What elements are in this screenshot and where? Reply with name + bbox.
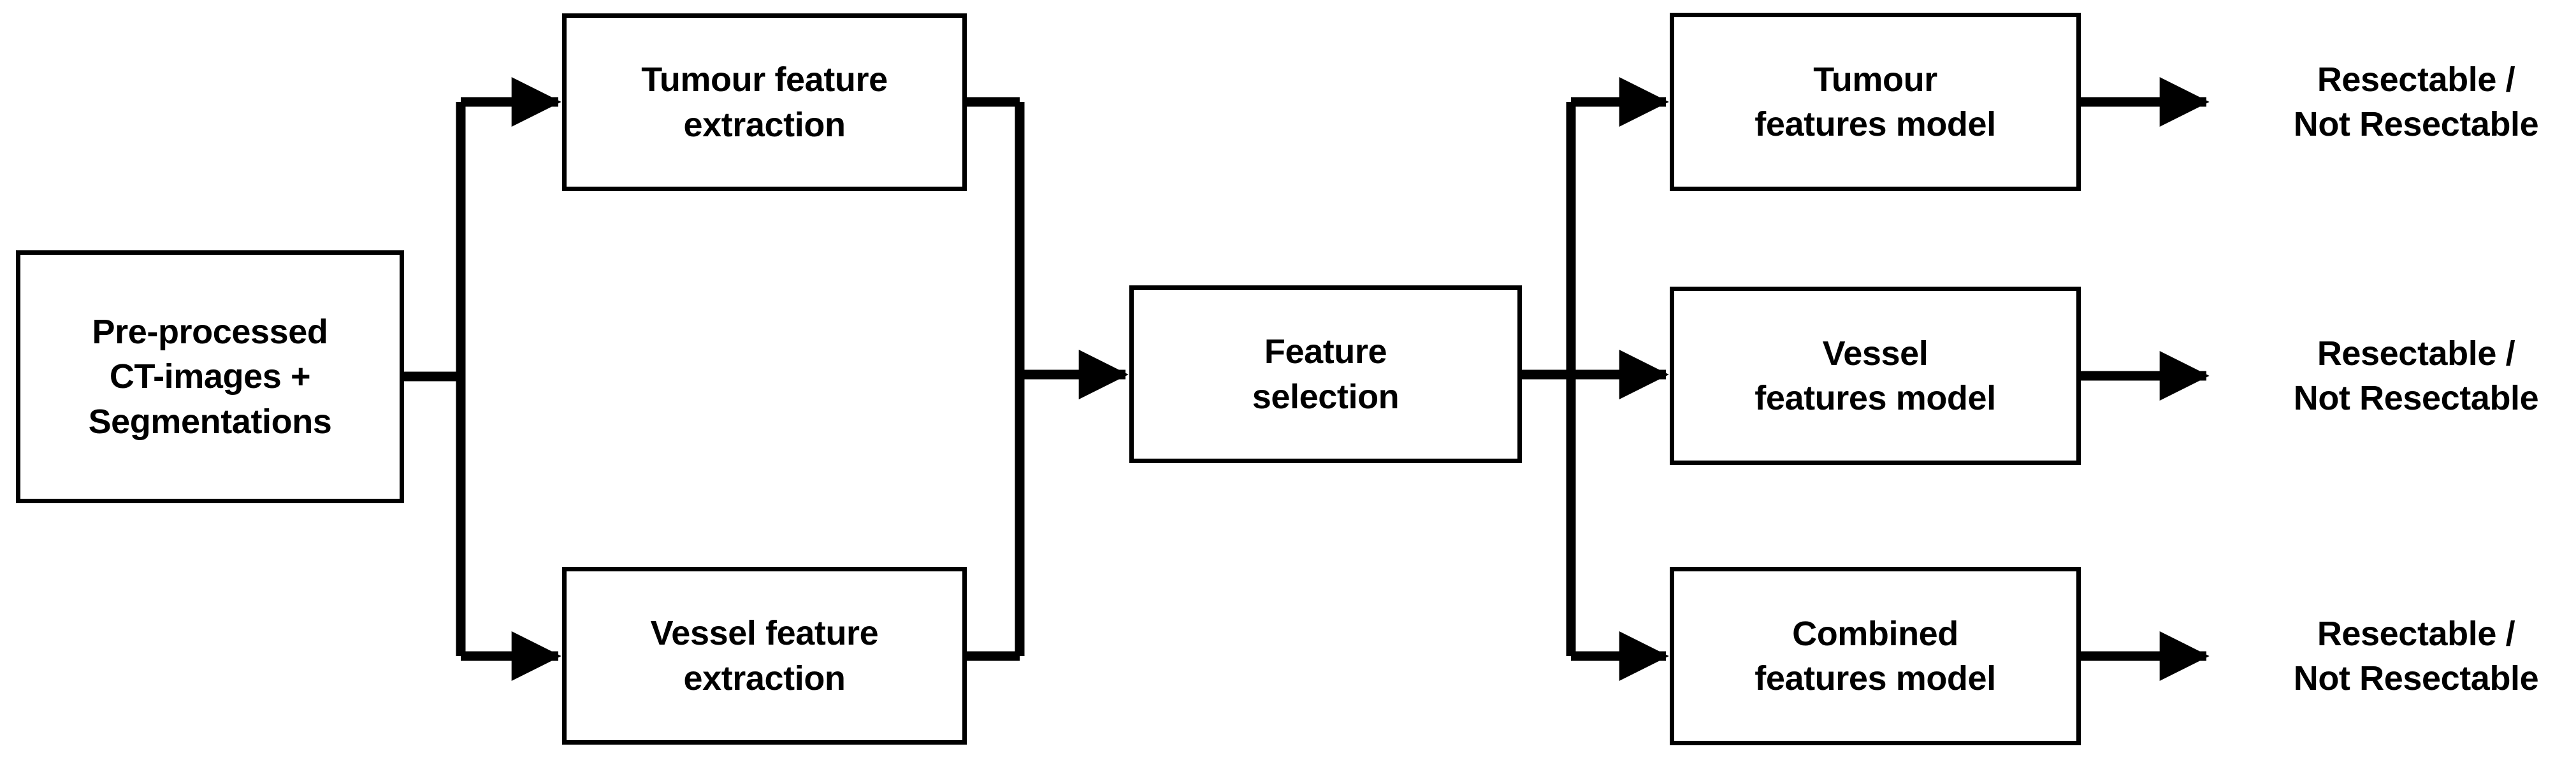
output-label-combined-text: Resectable / Not Resectable bbox=[2293, 614, 2539, 697]
node-vessel-features-model-label: Vessel features model bbox=[1755, 334, 1996, 417]
node-tumour-feature-extraction[interactable]: Tumour feature extraction bbox=[562, 13, 967, 191]
output-label-tumour: Resectable / Not Resectable bbox=[2256, 54, 2576, 150]
node-input-label: Pre-processed CT-images + Segmentations bbox=[88, 313, 332, 441]
node-input[interactable]: Pre-processed CT-images + Segmentations bbox=[16, 250, 404, 503]
node-combined-features-model[interactable]: Combined features model bbox=[1670, 567, 2081, 745]
node-tumour-features-model-label: Tumour features model bbox=[1755, 60, 1996, 143]
node-tumour-feature-extraction-label: Tumour feature extraction bbox=[641, 61, 888, 144]
output-label-combined: Resectable / Not Resectable bbox=[2256, 608, 2576, 704]
output-label-tumour-text: Resectable / Not Resectable bbox=[2293, 60, 2539, 143]
node-vessel-feature-extraction-label: Vessel feature extraction bbox=[650, 614, 879, 697]
node-vessel-feature-extraction[interactable]: Vessel feature extraction bbox=[562, 567, 967, 745]
node-feature-selection-label: Feature selection bbox=[1252, 333, 1400, 416]
node-tumour-features-model[interactable]: Tumour features model bbox=[1670, 13, 2081, 191]
output-label-vessel-text: Resectable / Not Resectable bbox=[2293, 334, 2539, 417]
node-vessel-features-model[interactable]: Vessel features model bbox=[1670, 287, 2081, 465]
node-combined-features-model-label: Combined features model bbox=[1755, 614, 1996, 697]
node-feature-selection[interactable]: Feature selection bbox=[1129, 285, 1522, 463]
output-label-vessel: Resectable / Not Resectable bbox=[2256, 328, 2576, 424]
